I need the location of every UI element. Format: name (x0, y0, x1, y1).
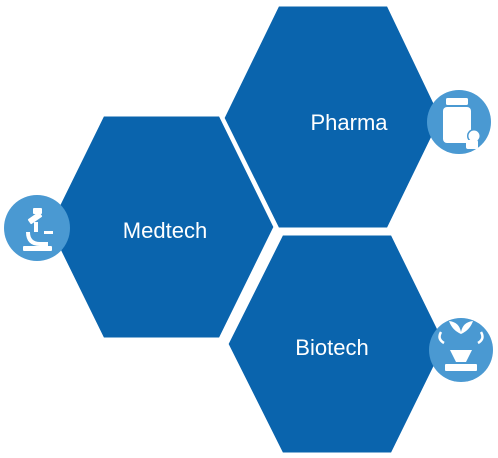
plant-sprout-icon (438, 321, 484, 371)
hexagon-biotech: Biotech (225, 232, 448, 456)
pill-bottle-icon (443, 98, 481, 149)
plant-sprout-badge (429, 318, 493, 382)
microscope-icon (23, 208, 53, 251)
hexagon-medtech: Medtech (46, 113, 277, 341)
hexagon-pharma-label: Pharma (310, 110, 388, 135)
hexagon-pharma: Pharma (221, 3, 444, 231)
hexagon-medtech-label: Medtech (123, 218, 207, 243)
hexagon-biotech-shape (225, 232, 448, 456)
hexagon-biotech-label: Biotech (295, 335, 368, 360)
pill-bottle-badge (427, 90, 491, 154)
microscope-badge (4, 195, 70, 261)
